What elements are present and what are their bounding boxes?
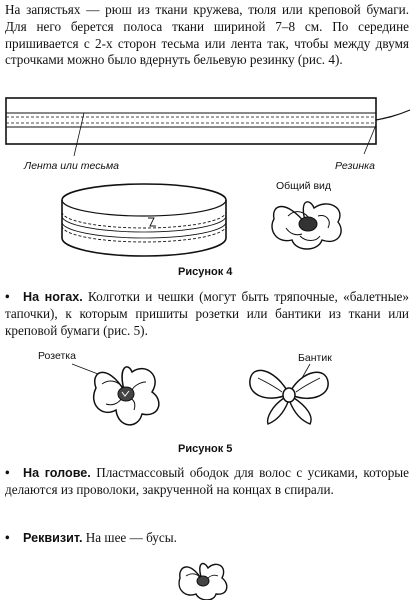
props-paragraph: • Реквизит. На шее — бусы. bbox=[5, 530, 409, 547]
cuff-band-illustration bbox=[61, 183, 227, 257]
intro-text: На запястьях — рюш из ткани кружева, тюл… bbox=[5, 2, 409, 68]
props-title: Реквизит. bbox=[23, 531, 83, 545]
head-title: На голове. bbox=[23, 466, 91, 480]
label-elastic: Резинка bbox=[335, 160, 375, 172]
bow-illustration bbox=[249, 369, 329, 425]
legs-title: На ногах. bbox=[23, 290, 83, 304]
bullet-head: • bbox=[5, 465, 10, 480]
bow-label-leader bbox=[301, 363, 311, 379]
label-tape: Лента или тесьма bbox=[24, 160, 119, 172]
cuff-overview-rosette-illustration bbox=[271, 201, 342, 250]
bullet-legs: • bbox=[5, 289, 10, 304]
legs-text: Колготки и чешки (могут быть тряпочные, … bbox=[5, 289, 409, 338]
label-bow: Бантик bbox=[298, 352, 332, 364]
head-paragraph: • На голове. Пластмассовый ободок для вол… bbox=[5, 465, 409, 499]
rosette-label-leader bbox=[71, 363, 99, 375]
bottom-flower-illustration bbox=[178, 562, 228, 600]
figure5-caption: Рисунок 5 bbox=[178, 443, 233, 455]
label-rosette: Розетка bbox=[38, 350, 76, 362]
head-text: Пластмассовый ободок для волос с усиками… bbox=[5, 465, 410, 497]
fabric-strip-illustration bbox=[5, 97, 411, 157]
bullet-props: • bbox=[5, 530, 10, 545]
props-text: На шее — бусы. bbox=[85, 530, 177, 545]
figure4-caption: Рисунок 4 bbox=[178, 266, 233, 278]
intro-paragraph: На запястьях — рюш из ткани кружева, тюл… bbox=[5, 2, 409, 69]
legs-paragraph: • На ногах. Колготки и чешки (могут быть … bbox=[5, 289, 409, 339]
rosette-illustration bbox=[93, 366, 160, 426]
label-overview: Общий вид bbox=[276, 180, 332, 192]
